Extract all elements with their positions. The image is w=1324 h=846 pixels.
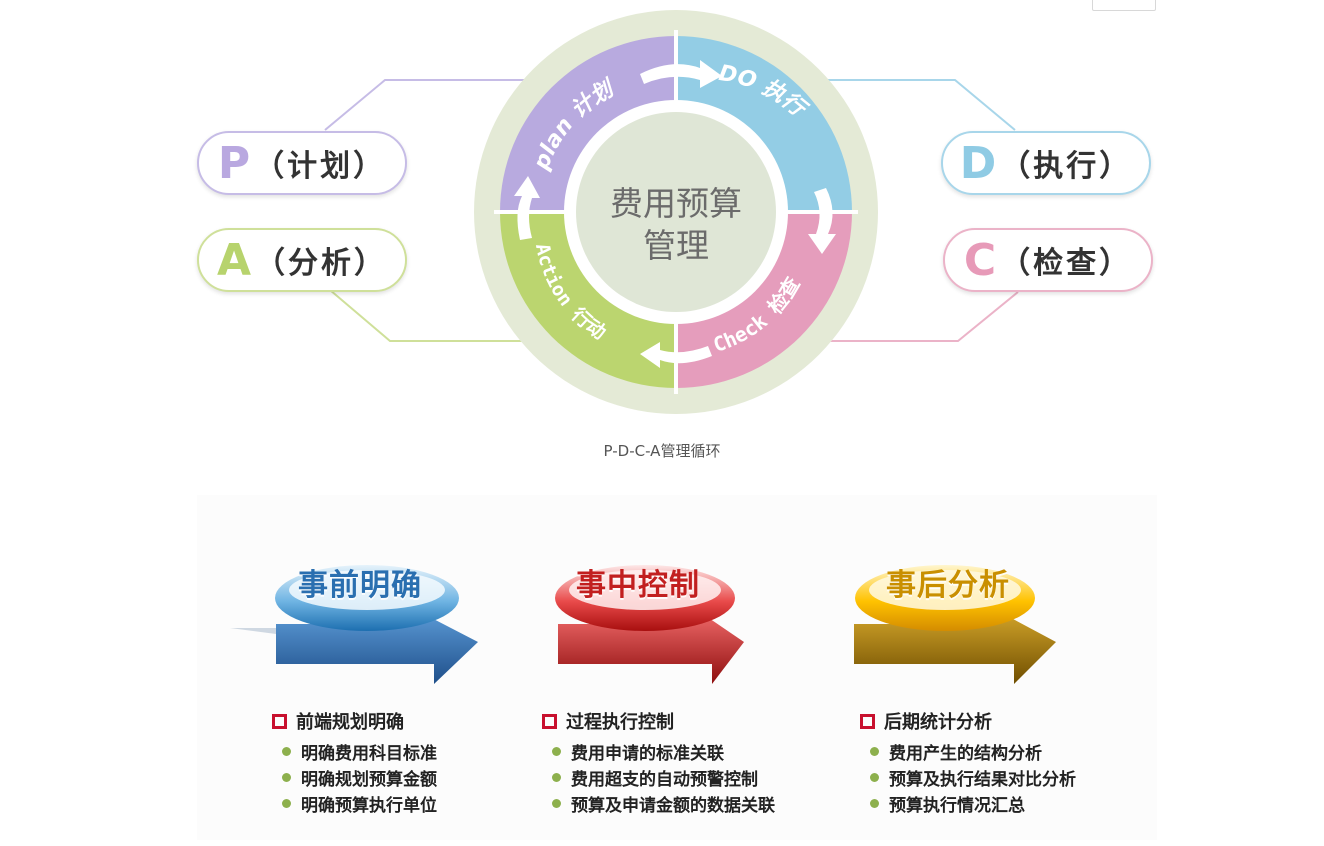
phase-during-title: 事中控制 [576,568,700,603]
list-item: 预算及申请金额的数据关联 [552,790,775,816]
center-title-line1: 费用预算 [610,184,742,223]
phase-after-group: 后期统计分析 [860,708,992,734]
pill-check: C （检查） [943,228,1153,292]
phase-during-list: 费用申请的标准关联 费用超支的自动预警控制 预算及申请金额的数据关联 [552,738,775,816]
phase-during-group: 过程执行控制 [542,708,674,734]
phase-before-list: 明确费用科目标准 明确规划预算金额 明确预算执行单位 [282,738,437,816]
bullet-dot-icon [552,798,561,808]
pdca-cycle-diagram: plan 计划 DO 执行 Check 检查 Action 行动 费用预算 管理 [324,10,1019,414]
phase-before-group: 前端规划明确 [272,708,404,734]
arrow-check-to-action [640,342,712,368]
list-item: 预算执行情况汇总 [870,790,1076,816]
list-item: 费用超支的自动预警控制 [552,764,775,790]
bullet-dot-icon [870,746,879,756]
center-title-line2: 管理 [643,226,709,265]
center-disc [576,112,776,312]
pill-letter-p: P [217,137,251,189]
list-item: 明确费用科目标准 [282,738,437,764]
pill-text-plan: （计划） [254,149,387,184]
square-bullet-icon [542,713,557,729]
pdca-caption: P-D-C-A管理循环 [603,442,721,460]
phase-during-head: 过程执行控制 [566,712,674,733]
phase-before-head: 前端规划明确 [296,712,404,733]
pill-plan: P （计划） [197,131,407,195]
phase-after-list: 费用产生的结构分析 预算及执行结果对比分析 预算执行情况汇总 [870,738,1076,816]
pill-letter-d: D [959,137,997,189]
connector-check [818,291,1019,342]
list-item: 预算及执行结果对比分析 [870,764,1076,790]
phase-before-arrow-icon [230,565,478,684]
list-item: 费用申请的标准关联 [552,738,775,764]
phase-after-head: 后期统计分析 [884,712,992,733]
list-item: 明确规划预算金额 [282,764,437,790]
bullet-dot-icon [282,746,291,756]
phases-panel [197,495,1157,840]
phase-before-title: 事前明确 [298,568,422,603]
bullet-dot-icon [870,772,879,782]
pill-text-check: （检查） [1000,246,1133,281]
pill-letter-c: C [963,234,997,286]
phase-during-arrow-icon [555,565,744,684]
pill-text-do: （执行） [1000,149,1133,184]
corner-chip [1092,0,1156,11]
connector-do [815,79,1016,131]
square-bullet-icon [860,713,875,729]
pill-letter-a: A [216,234,252,286]
list-item: 明确预算执行单位 [282,790,437,816]
phase-after-arrow-icon [854,565,1056,684]
pill-do: D （执行） [941,131,1151,195]
connector-action [329,289,532,342]
arrow-do-to-check [808,188,836,254]
bullet-dot-icon [282,772,291,782]
bullet-dot-icon [552,772,561,782]
connector-plan [324,79,532,131]
phase-after-title: 事后分析 [886,568,1010,603]
pill-text-action: （分析） [255,246,388,281]
bullet-dot-icon [282,798,291,808]
bullet-dot-icon [870,798,879,808]
pill-action: A （分析） [197,228,407,292]
list-item: 费用产生的结构分析 [870,738,1076,764]
arrow-action-to-plan [514,176,540,240]
bullet-dot-icon [552,746,561,756]
square-bullet-icon [272,713,287,729]
arrow-plan-to-do [640,60,722,88]
